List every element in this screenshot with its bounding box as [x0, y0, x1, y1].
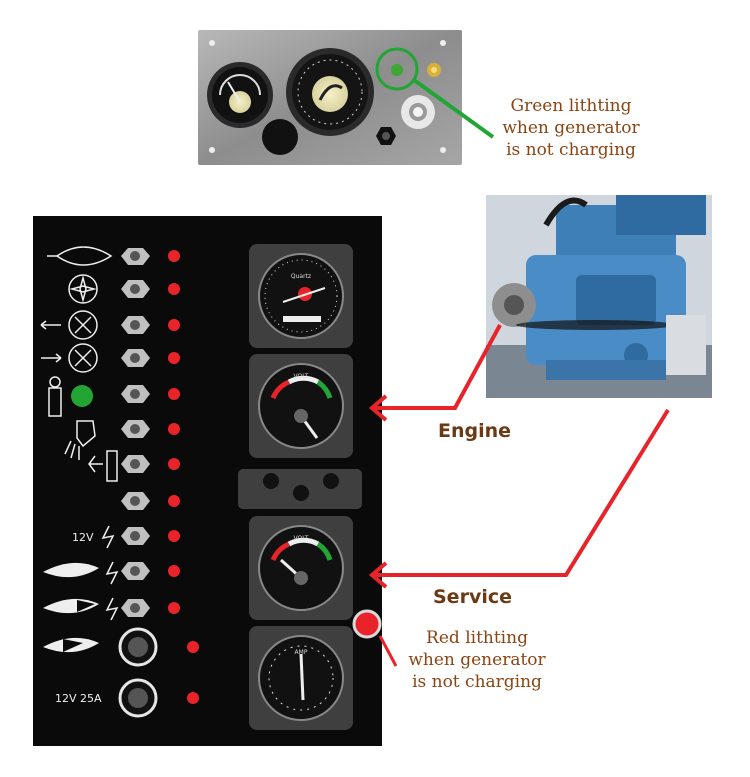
- navigation-light-icon: [47, 246, 113, 266]
- green-caption-line-1: Green lithting: [510, 96, 632, 116]
- red-caption: Red lithting when generator is not charg…: [392, 627, 562, 693]
- hull-icon-1: [43, 562, 99, 578]
- bolt-icon-3: [105, 597, 119, 621]
- engine-arrow: [368, 324, 502, 422]
- engine-photo: [486, 195, 712, 398]
- pump-icon: [64, 420, 96, 460]
- twelve-v-25a-label: 12V 25A: [55, 692, 102, 705]
- bolt-icon-1: [101, 525, 115, 549]
- red-indicator-leds: [168, 250, 199, 704]
- engine-volt-gauge: VOLT: [249, 354, 353, 458]
- red-caption-line-2: when generator: [408, 650, 546, 670]
- green-caption: Green lithting when generator is not cha…: [486, 95, 656, 161]
- shower-icon: [88, 450, 118, 482]
- top-instrument-panel: [198, 30, 462, 165]
- green-caption-line-3: is not charging: [506, 140, 636, 160]
- compass-icon-2: [40, 310, 98, 340]
- hull-icon-2: [43, 598, 99, 614]
- hull-icon-3: [43, 637, 99, 653]
- hex-switch-7: [121, 455, 150, 473]
- tachometer-gauge: Quartz: [249, 244, 353, 348]
- red-indicator-light: [352, 609, 382, 639]
- switch-block: [238, 469, 362, 509]
- engine-volt-label: VOLT: [294, 373, 309, 380]
- large-gauge: [286, 48, 374, 136]
- hex-switch-9: [121, 527, 150, 545]
- ammeter-gauge: AMP: [249, 626, 353, 730]
- green-highlight-circle: [375, 47, 419, 91]
- hex-switch-3: [121, 316, 150, 334]
- hex-switches: [121, 248, 150, 617]
- person-icon: [48, 376, 62, 417]
- service-arrow: [368, 408, 670, 589]
- compass-icon-3: [41, 343, 98, 373]
- hex-switch-8: [121, 492, 150, 510]
- green-pointer-line: [412, 78, 495, 139]
- hex-switch-5: [121, 385, 150, 403]
- red-caption-line-3: is not charging: [412, 672, 542, 692]
- switch-panel: 12V 12V 25A Quartz VOLT VOLT: [33, 216, 382, 746]
- twelve-v-label: 12V: [72, 531, 94, 544]
- red-caption-line-1: Red lithting: [426, 628, 528, 648]
- hex-switch-2: [121, 280, 150, 298]
- green-indicator-light: [391, 64, 403, 76]
- hex-switch-6: [121, 420, 150, 438]
- round-switch-1: [118, 627, 158, 667]
- tacho-brand: Quartz: [291, 273, 311, 280]
- service-volt-gauge: VOLT: [249, 516, 353, 620]
- service-volt-label: VOLT: [294, 535, 309, 542]
- engine-label: Engine: [438, 420, 512, 442]
- compass-icon-1: [68, 274, 98, 304]
- service-label: Service: [433, 586, 512, 608]
- black-button: [262, 119, 298, 155]
- small-gauge: [207, 62, 273, 128]
- hex-switch-4: [121, 349, 150, 367]
- hex-switch-11: [121, 599, 150, 617]
- green-caption-line-2: when generator: [502, 118, 640, 138]
- green-led: [71, 385, 93, 407]
- hex-switch-1: [121, 248, 150, 265]
- bolt-icon-2: [105, 561, 119, 585]
- amp-label: AMP: [295, 649, 308, 656]
- hex-switch-10: [121, 562, 150, 580]
- round-switch-2: [118, 678, 158, 718]
- red-pointer-line: [378, 635, 398, 667]
